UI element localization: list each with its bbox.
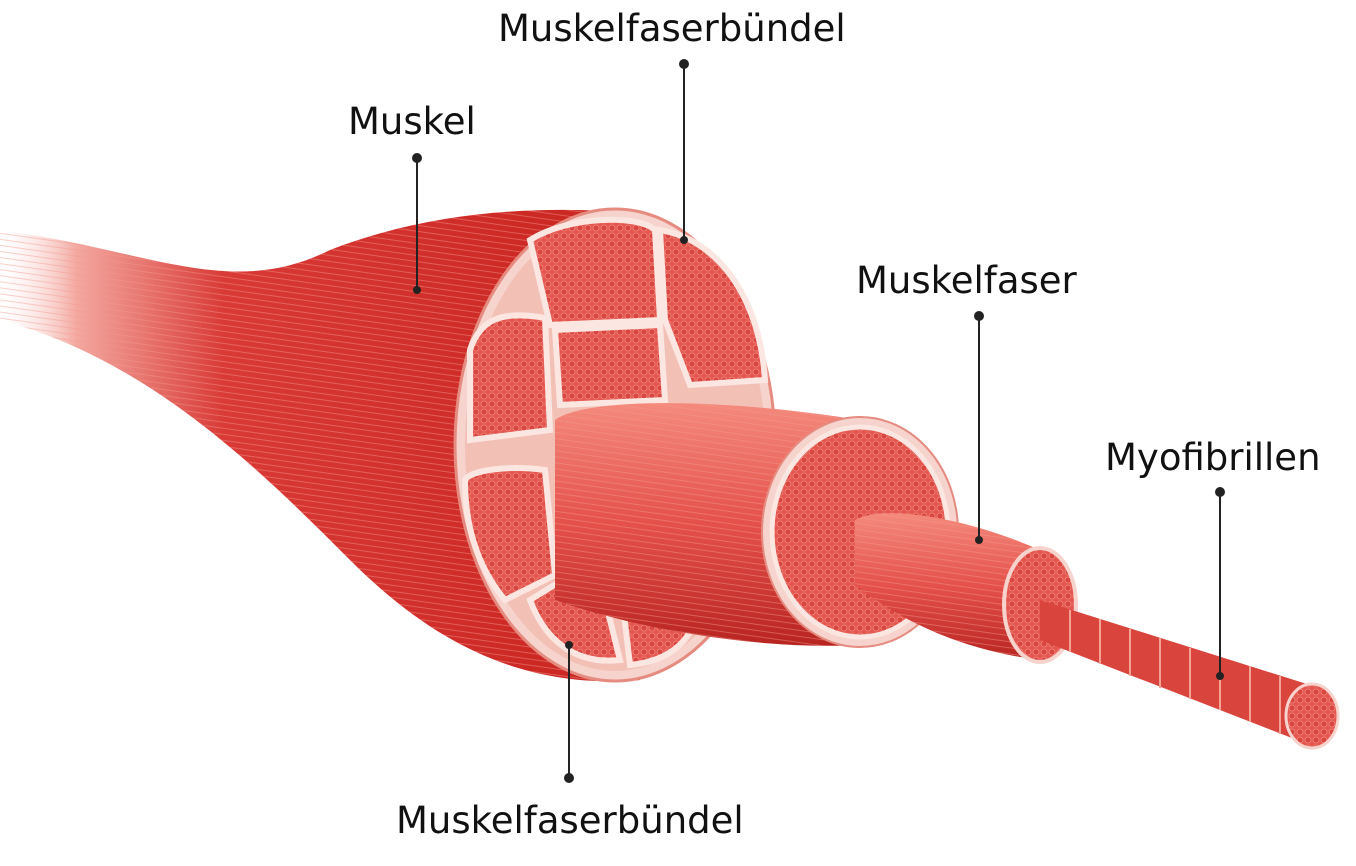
- label-muscle-fiber: Muskelfaser: [856, 259, 1077, 302]
- myofibril-strand: [1040, 600, 1340, 750]
- label-myofibrils: Myofibrillen: [1105, 436, 1321, 479]
- label-fascicle-top: Muskelfaserbündel: [498, 7, 846, 50]
- leader-dot: [679, 59, 689, 69]
- label-fascicle-bottom: Muskelfaserbündel: [396, 799, 744, 842]
- leader-lines: [412, 59, 1225, 783]
- label-muscle: Muskel: [348, 100, 476, 143]
